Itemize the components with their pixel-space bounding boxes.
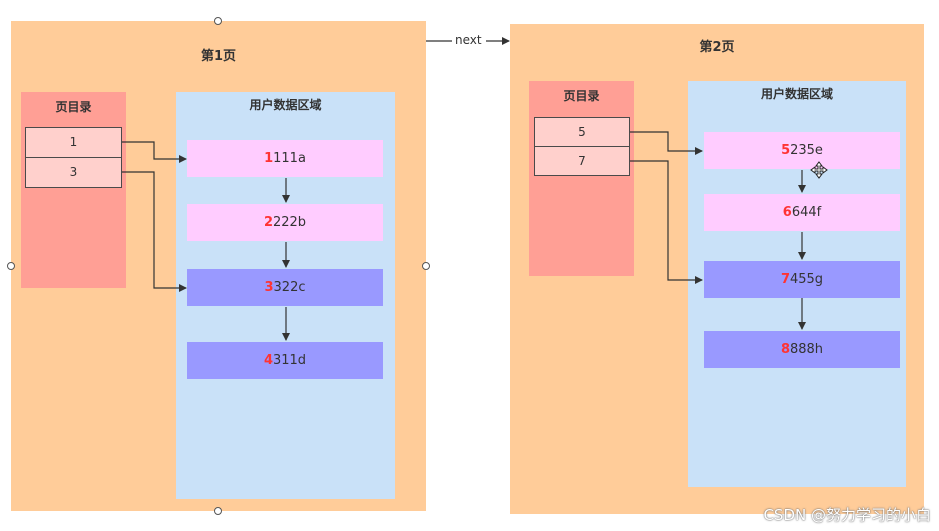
page-2-directory-slot-1: 5	[534, 117, 630, 147]
page-2-record-3: 7455g	[704, 261, 900, 298]
page-1-title: 第1页	[200, 49, 237, 64]
page-2-directory-slot-2: 7	[534, 146, 630, 176]
record-key: 4	[263, 353, 273, 368]
page-1-record-3: 3322c	[187, 269, 383, 306]
page-2-title: 第2页	[699, 40, 735, 55]
page-2-directory-title: 页目录	[563, 89, 600, 103]
record-key: 8	[780, 342, 790, 357]
record-value: 644f	[791, 205, 822, 220]
record-key: 1	[264, 151, 274, 166]
record-key: 7	[780, 272, 790, 287]
move-cursor-icon	[810, 161, 828, 179]
page-1-record-1: 1111a	[187, 140, 383, 177]
page-2-record-4: 8888h	[704, 331, 900, 368]
record-value: 235e	[790, 143, 823, 158]
resize-handle-right[interactable]	[422, 262, 430, 270]
page-2-record-1: 5235e	[704, 132, 900, 169]
page-2-directory: 页目录 5 7	[529, 81, 634, 276]
record-value: 888h	[789, 342, 824, 357]
page-1-directory-slot-2: 3	[25, 157, 122, 188]
record-key: 2	[263, 215, 273, 230]
page-1-directory: 页目录 1 3	[21, 92, 126, 288]
page-1-record-4: 4311d	[187, 342, 383, 379]
page-1-record-2: 2222b	[187, 204, 383, 241]
record-key: 3	[264, 280, 274, 295]
watermark: CSDN @努力学习的小白	[763, 506, 931, 524]
page-1-directory-slot-1: 1	[25, 127, 122, 158]
record-value: 111a	[273, 151, 306, 166]
resize-handle-top[interactable]	[214, 17, 222, 25]
record-value: 455g	[789, 272, 824, 287]
page-2-data-area-title: 用户数据区域	[760, 87, 833, 101]
page-2-data-area: 用户数据区域 5235e 6644f 7455g 8888h	[688, 81, 906, 487]
page-2: 第2页 页目录 5 7 用户数据区域 5235e 6644f 7455g 888…	[510, 24, 924, 514]
record-value: 322c	[273, 280, 306, 295]
record-value: 222b	[272, 215, 307, 230]
record-key: 5	[781, 143, 791, 158]
resize-handle-bottom[interactable]	[214, 507, 222, 515]
record-key: 6	[782, 205, 792, 220]
resize-handle-left[interactable]	[7, 262, 15, 270]
next-link-label: next	[454, 33, 483, 47]
page-1-data-area-title: 用户数据区域	[249, 98, 322, 112]
page-1-directory-title: 页目录	[55, 100, 92, 114]
page-2-record-2: 6644f	[704, 194, 900, 231]
page-1: 第1页 页目录 1 3 用户数据区域 1111a 2222b 3322c 431…	[11, 21, 426, 511]
record-value: 311d	[272, 353, 307, 368]
page-1-data-area: 用户数据区域 1111a 2222b 3322c 4311d	[176, 92, 395, 499]
